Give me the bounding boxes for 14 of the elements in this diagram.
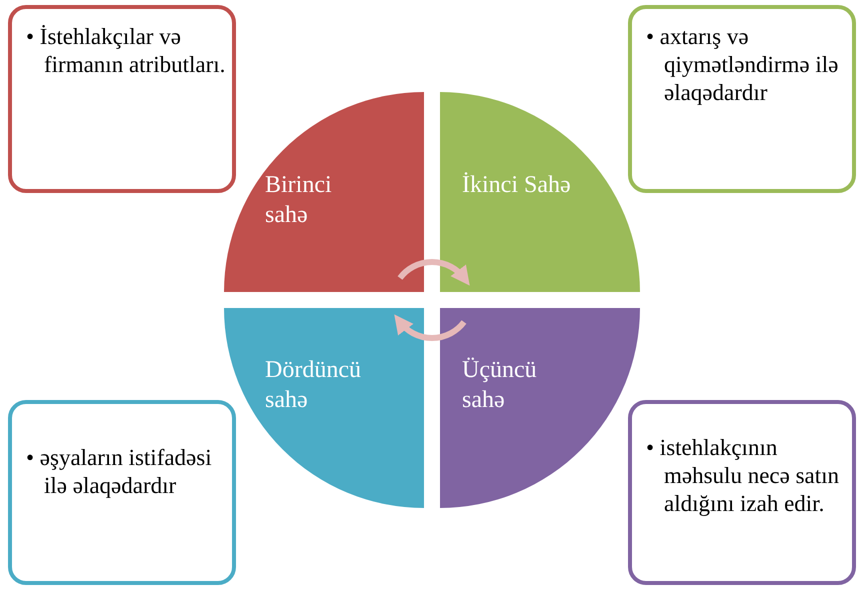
text-box	[8, 5, 236, 193]
curved-arrow	[394, 314, 466, 341]
text-box	[628, 5, 856, 193]
bullet-text: • İstehlakçılar və firmanın atributları.	[26, 23, 226, 79]
quadrant-label: Üçüncü sahə	[462, 356, 538, 415]
bullet-text: • axtarış və qiymətləndirmə ilə əlaqədardır	[646, 23, 840, 107]
quadrant-label: İkinci Sahə	[462, 171, 572, 200]
bullet-text: • əşyaların istifadəsi ilə əlaqədardır	[26, 444, 213, 500]
curved-arrow	[398, 259, 470, 286]
text-box	[8, 400, 236, 585]
quadrant-label: Dördüncü sahə	[265, 356, 362, 415]
text-box	[628, 400, 856, 585]
quadrant-label: Birinci sahə	[265, 171, 333, 230]
bullet-text: • istehlakçının məhsulu necə satın aldığını izah edir.	[646, 434, 840, 518]
